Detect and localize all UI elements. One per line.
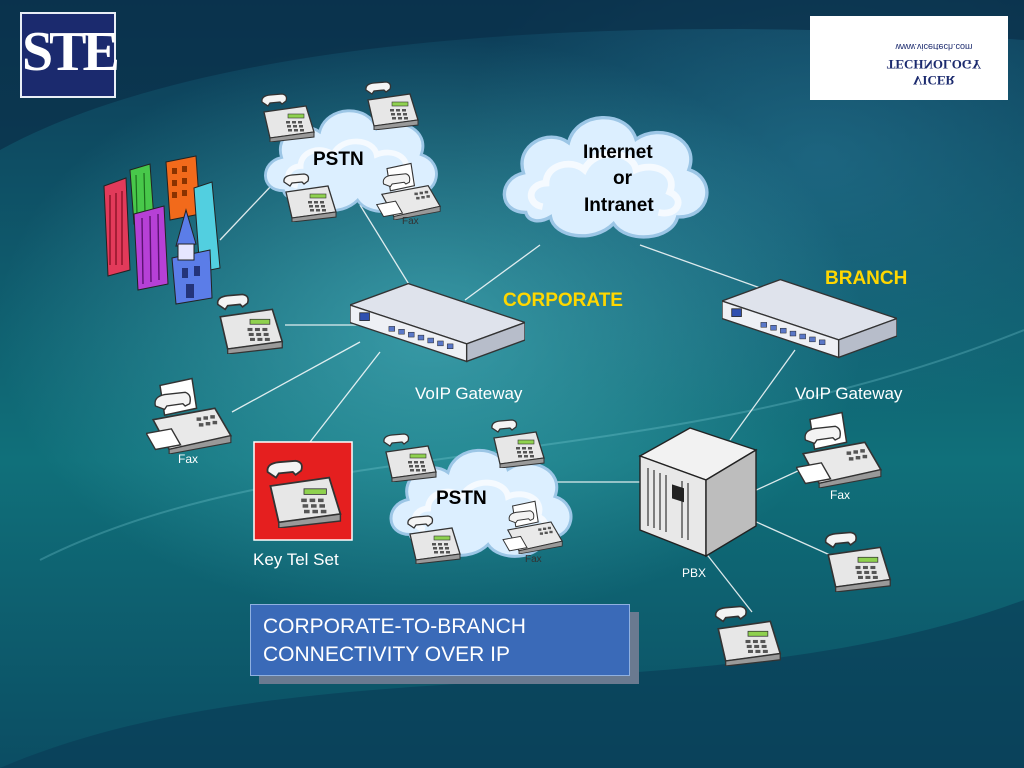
- pstn-bottom-label: PSTN: [436, 488, 487, 509]
- corporate-label: CORPORATE: [503, 290, 623, 311]
- pbx-icon: [638, 427, 758, 558]
- fax-top-cloud-label: Fax: [402, 216, 419, 227]
- vicer-logo-name: VICER TECHNOLOGY: [886, 57, 982, 88]
- key-tel-set-box: [253, 441, 353, 541]
- phone-icon: [714, 605, 782, 666]
- phone-icon: [491, 419, 545, 468]
- internet-label: Internet: [583, 142, 653, 163]
- fax-icon: [146, 377, 232, 454]
- slide-caption-box: CORPORATE-TO-BRANCH CONNECTIVITY OVER IP: [250, 604, 630, 676]
- intranet-label: Intranet: [584, 195, 654, 216]
- fax-left-label: Fax: [178, 452, 199, 466]
- vicer-logo-url: www.vicertech.com: [895, 42, 973, 52]
- vicer-logo: VICER TECHNOLOGY www.vicertech.com: [810, 16, 1008, 100]
- voip-gateway-branch-label: VoIP Gateway: [795, 384, 903, 403]
- internet-or-label: or: [613, 168, 632, 189]
- fax-bottom-cloud-label: Fax: [525, 554, 542, 565]
- pstn-top-label: PSTN: [313, 149, 364, 170]
- ste-logo-text: STE: [22, 21, 120, 83]
- branch-label: BRANCH: [825, 268, 908, 289]
- ste-logo: STE: [20, 12, 120, 98]
- voip-gateway-corporate-label: VoIP Gateway: [415, 384, 523, 403]
- voip-gateway-branch-icon: [722, 278, 897, 359]
- caption-line-1: CORPORATE-TO-BRANCH: [263, 615, 526, 638]
- fax-branch-label: Fax: [830, 488, 851, 502]
- voip-gateway-corporate-icon: [350, 282, 525, 363]
- phone-icon: [383, 433, 437, 482]
- caption-line-2: CONNECTIVITY OVER IP: [263, 643, 510, 666]
- key-tel-set-label: Key Tel Set: [253, 550, 339, 569]
- phone-icon: [216, 293, 284, 354]
- corporate-buildings-icon: [103, 155, 221, 305]
- fax-icon: [796, 411, 882, 488]
- internet-cloud: [504, 118, 707, 237]
- phone-icon: [261, 93, 315, 142]
- phone-icon: [365, 81, 419, 130]
- pbx-label: PBX: [682, 566, 707, 580]
- phone-icon: [824, 531, 892, 592]
